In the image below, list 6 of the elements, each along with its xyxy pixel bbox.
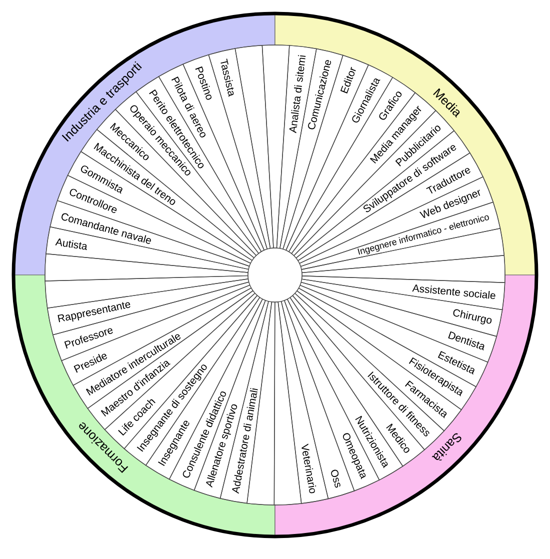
wedge-segment: Assistente sociale bbox=[301, 276, 506, 310]
wedge-segment bbox=[234, 45, 274, 249]
wedge-segment: Veterinario bbox=[278, 300, 329, 504]
wedge-segment bbox=[302, 255, 506, 283]
wedge-segment bbox=[274, 301, 302, 506]
wedge-segment bbox=[44, 253, 248, 282]
